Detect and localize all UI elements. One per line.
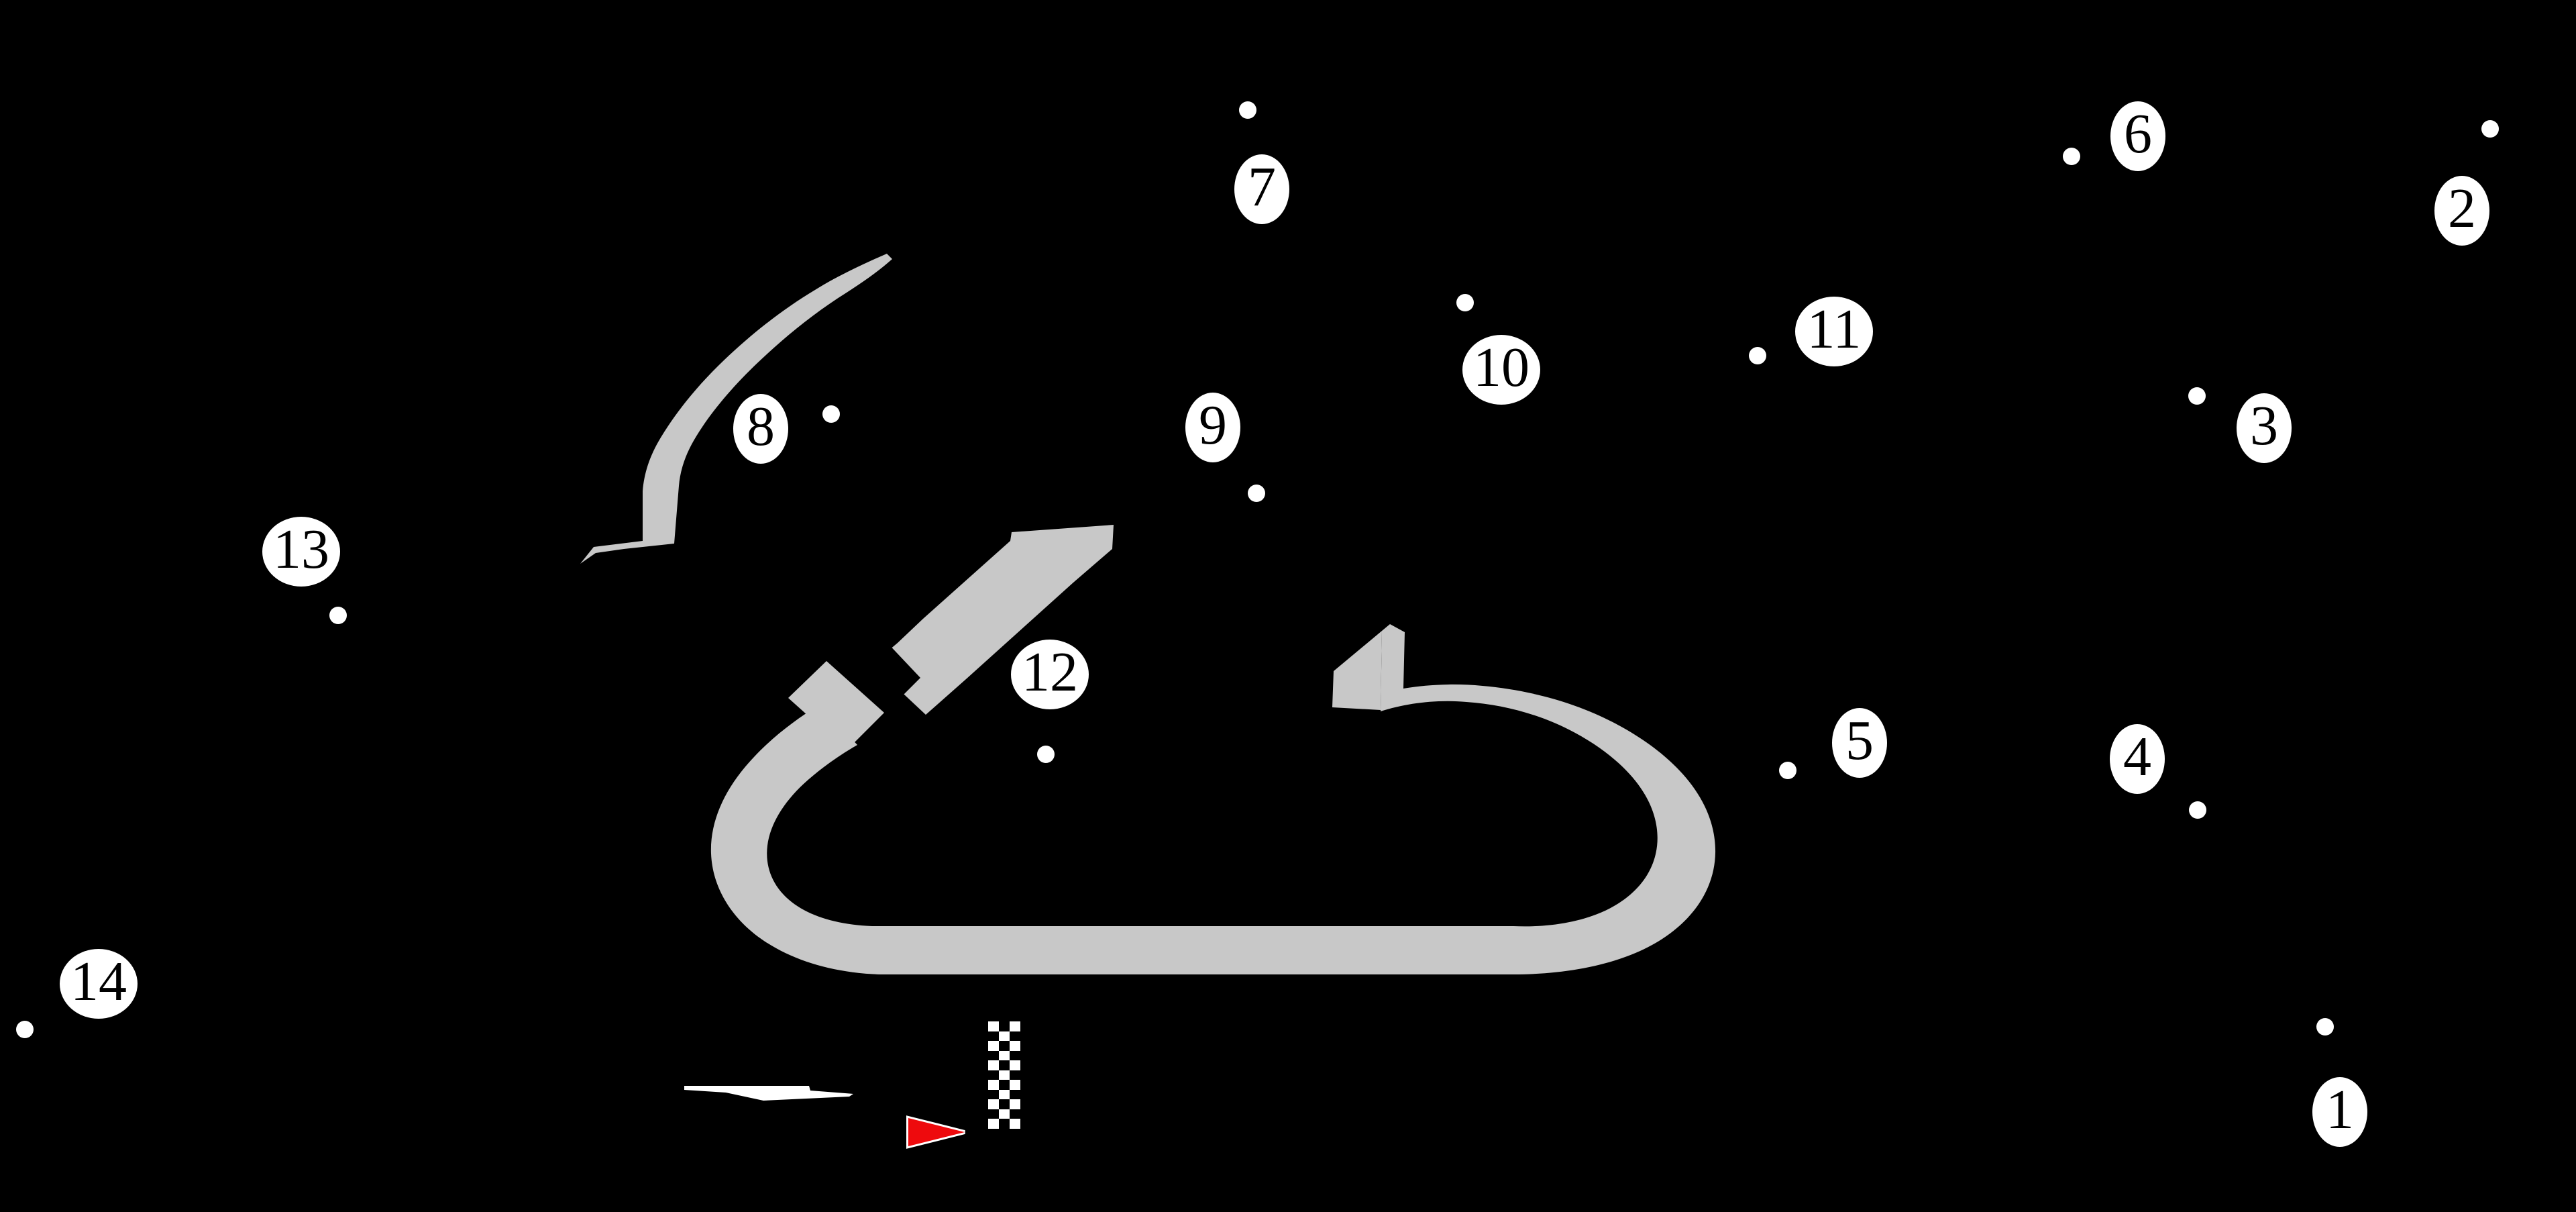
corner-apex-dot — [822, 405, 840, 423]
corner-apex-dot — [1037, 746, 1055, 763]
track-segment-loop-inner-smooth — [826, 926, 997, 974]
corner-apex-dot — [1779, 762, 1796, 779]
direction-arrow-icon — [906, 1115, 965, 1149]
corner-marker-4[interactable]: 4 — [2110, 724, 2165, 794]
corner-apex-dot — [16, 1021, 34, 1038]
pit-lane-marking — [684, 1086, 853, 1101]
corner-marker-label: 14 — [70, 950, 127, 1013]
track-segment-upper-left-esses — [580, 254, 892, 564]
corner-apex-dot — [2481, 120, 2499, 138]
corner-marker-label: 4 — [2123, 725, 2151, 788]
corner-marker-3[interactable]: 3 — [2237, 393, 2292, 463]
corner-apex-dot — [2188, 387, 2206, 405]
corner-marker-2[interactable]: 2 — [2434, 176, 2489, 246]
corner-marker-7[interactable]: 7 — [1234, 154, 1289, 224]
corner-apex-dot — [2316, 1018, 2334, 1036]
corner-apex-dot — [1248, 485, 1265, 502]
corner-marker-9[interactable]: 9 — [1185, 393, 1240, 462]
overpass-gap — [821, 604, 920, 706]
corner-apex-dot — [329, 607, 347, 624]
corner-marker-1[interactable]: 1 — [2312, 1077, 2367, 1147]
corner-marker-label: 3 — [2250, 395, 2278, 457]
corner-marker-label: 6 — [2124, 103, 2152, 165]
corner-apex-dot — [1239, 101, 1256, 119]
track-segment-main-loop — [710, 624, 1716, 974]
corner-marker-11[interactable]: 11 — [1795, 297, 1873, 366]
corner-marker-8[interactable]: 8 — [733, 394, 788, 464]
corner-marker-label: 13 — [273, 518, 329, 580]
corner-marker-6[interactable]: 6 — [2110, 101, 2165, 171]
corner-marker-10[interactable]: 10 — [1462, 335, 1540, 405]
corner-marker-label: 8 — [747, 395, 775, 458]
corner-apex-dot — [1456, 294, 1474, 311]
start-finish-checker-flag — [988, 1021, 1020, 1129]
corner-apex-dot — [2189, 801, 2206, 819]
corner-marker-13[interactable]: 13 — [262, 517, 340, 587]
track-segment-right-hairpin-tail — [1332, 624, 1390, 710]
corner-marker-5[interactable]: 5 — [1832, 708, 1887, 778]
corner-marker-12[interactable]: 12 — [1011, 640, 1089, 709]
corner-marker-label: 12 — [1022, 641, 1078, 703]
track-segment-diagonal-upper — [872, 525, 1114, 715]
corner-marker-label: 11 — [1807, 298, 1862, 360]
corner-marker-label: 1 — [2326, 1078, 2354, 1141]
corner-marker-label: 5 — [1845, 709, 1874, 772]
corner-marker-label: 2 — [2448, 177, 2476, 240]
corner-marker-label: 10 — [1473, 336, 1529, 399]
track-segment-diagonal-lower — [788, 661, 884, 750]
corner-marker-label: 7 — [1248, 156, 1276, 218]
corner-marker-label: 9 — [1199, 394, 1227, 456]
corner-apex-dot — [1749, 347, 1766, 364]
corner-marker-14[interactable]: 14 — [60, 949, 138, 1019]
corner-apex-dot — [2063, 148, 2080, 165]
